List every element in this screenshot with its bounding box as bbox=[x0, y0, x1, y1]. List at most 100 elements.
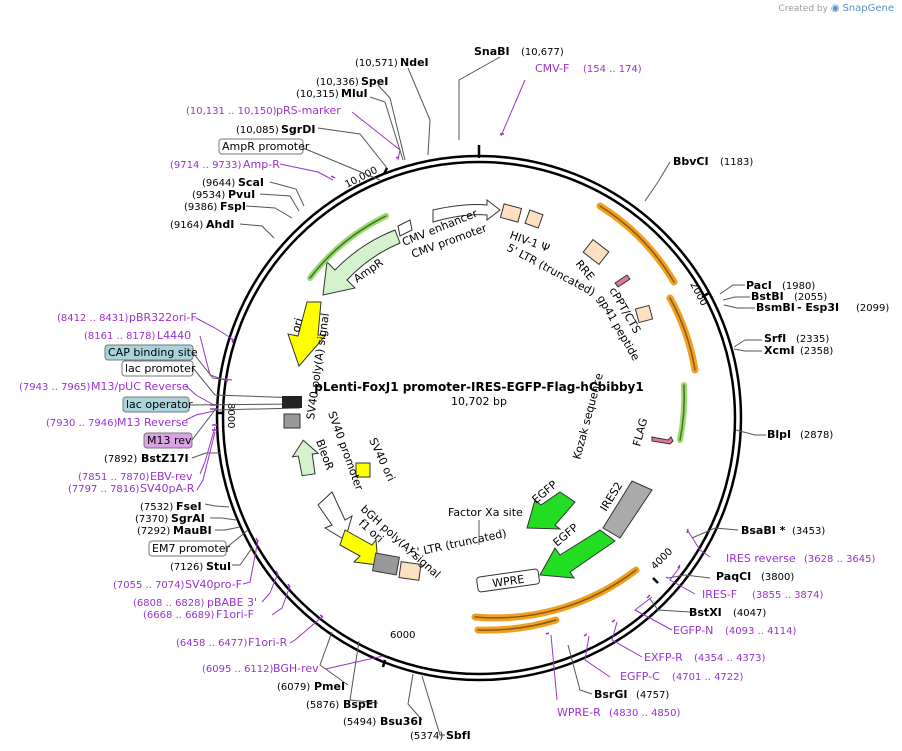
enzyme-ahdi-pos: (9164) bbox=[170, 220, 203, 231]
em7-promoter-label: EM7 promoter bbox=[152, 542, 230, 555]
tick-10000 bbox=[382, 167, 389, 175]
primer-cmv-f-name: CMV-F bbox=[535, 62, 569, 75]
enzyme-stui-pos: (7126) bbox=[170, 562, 203, 573]
egfp-1-shape bbox=[526, 491, 576, 530]
m13-rev-box bbox=[143, 432, 193, 449]
primer-f1ori-r-name: F1ori-R bbox=[248, 636, 288, 649]
primer-exfp-r-name: EXFP-R bbox=[644, 651, 683, 664]
egfp-2-shape bbox=[539, 529, 616, 579]
enzyme-bbvci-name: BbvCI bbox=[673, 155, 709, 168]
enzyme-bbvci-pos: (1183) bbox=[720, 157, 753, 168]
enzyme-bspei-name: BspEI bbox=[343, 698, 377, 711]
enzyme-pvui-name: PvuI bbox=[228, 188, 255, 201]
m13-rev-label: M13 rev bbox=[147, 434, 192, 447]
primer-prs-marker-name: pRS-marker bbox=[276, 104, 341, 117]
primer-l4440-name: L4440 bbox=[157, 329, 191, 342]
cppt-shape bbox=[614, 274, 631, 288]
lac-block-shape bbox=[282, 396, 302, 408]
enzyme-leader-lines bbox=[191, 56, 766, 736]
enzyme-snabi-name: SnaBI bbox=[474, 45, 510, 58]
enzyme-labels: SnaBI (10,677) (10,571) NdeI (10,336) Sp… bbox=[104, 45, 889, 742]
wpre-box bbox=[476, 568, 540, 593]
orange-cds-arrows bbox=[307, 202, 699, 634]
primer-m13-puc-reverse-range: (7943 .. 7965) bbox=[19, 382, 91, 393]
ampr-promoter-label: AmpR promoter bbox=[222, 140, 310, 153]
ltr5-top-shape bbox=[524, 209, 544, 229]
bleor-label: BleoR bbox=[313, 438, 336, 473]
orange-arc-2-line bbox=[669, 297, 696, 371]
enzyme-scai-name: ScaI bbox=[238, 176, 264, 189]
created-by-text: Created by bbox=[778, 4, 828, 14]
enzyme-sbfi-pos: (5374) bbox=[410, 731, 443, 742]
enzyme-ndei-name: NdeI bbox=[400, 56, 429, 69]
enzyme-pmei-pos: (6079) bbox=[277, 682, 310, 693]
enzyme-bsrgi-name: BsrGI bbox=[594, 688, 627, 701]
primer-egfp-c-name: EGFP-C bbox=[620, 670, 660, 683]
primer-sv40pro-f-name: SV40pro-F bbox=[185, 578, 242, 591]
primer-pbabe-3-range: (6808 .. 6828) bbox=[133, 598, 205, 609]
rre-shape bbox=[582, 238, 610, 266]
primer-m13-reverse-range: (7930 .. 7946) bbox=[46, 418, 118, 429]
enzyme-paci-pos: (1980) bbox=[782, 281, 815, 292]
primer-egfp-n-name: EGFP-N bbox=[673, 624, 713, 637]
primer-amp-r-name: Amp-R bbox=[243, 158, 280, 171]
primer-cmv-f-range: (154 .. 174) bbox=[583, 64, 642, 75]
ltr5-bottom-label: 5' LTR (truncated) bbox=[409, 527, 508, 560]
primer-f1ori-f-range: (6668 .. 6689) bbox=[143, 610, 215, 621]
enzyme-snabi-pos: (10,677) bbox=[521, 47, 564, 58]
flag-label: FLAG bbox=[630, 417, 650, 448]
tick-2000 bbox=[701, 291, 710, 299]
enzyme-sgrdi-pos: (10,085) bbox=[236, 125, 279, 136]
enzyme-blpi-pos: (2878) bbox=[800, 430, 833, 441]
bleor-shape bbox=[291, 439, 320, 477]
f1-ori-shape bbox=[339, 529, 379, 566]
snapgene-logo-icon: ◉ bbox=[830, 3, 840, 14]
enzyme-blpi-name: BlpI bbox=[767, 428, 791, 441]
enzyme-pmei-name: PmeI bbox=[314, 680, 345, 693]
primer-m13-reverse-name: M13 Reverse bbox=[117, 416, 188, 429]
enzyme-xcmi-pos: (2358) bbox=[800, 346, 833, 357]
enzyme-bstxi-pos: (4047) bbox=[733, 608, 766, 619]
enzyme-bsu36i-pos: (5494) bbox=[343, 717, 376, 728]
enzyme-mlui-name: MluI bbox=[341, 87, 368, 100]
enzyme-scai-pos: (9644) bbox=[202, 178, 235, 189]
primer-l4440-range: (8161 .. 8178) bbox=[84, 331, 156, 342]
flag-shape bbox=[651, 436, 674, 445]
enzyme-esp3i-name: - Esp3I bbox=[797, 301, 839, 314]
enzyme-bsrgi-pos: (4757) bbox=[636, 690, 669, 701]
enzyme-fspi-pos: (9386) bbox=[184, 202, 217, 213]
enzyme-xcmi-name: XcmI bbox=[764, 344, 795, 357]
m13-block-shape bbox=[283, 413, 301, 429]
gp41-shape bbox=[634, 304, 654, 324]
enzyme-pvui-pos: (9534) bbox=[192, 190, 225, 201]
ampr-promoter-shape bbox=[397, 219, 413, 237]
enzyme-sgrai-name: SgrAI bbox=[171, 512, 205, 525]
enzyme-sgrai-pos: (7370) bbox=[135, 514, 168, 525]
enzyme-sgrdi-name: SgrDI bbox=[281, 123, 315, 136]
ampr-promoter-box bbox=[218, 138, 304, 155]
inner-features bbox=[282, 198, 674, 581]
primer-ebv-rev-name: EBV-rev bbox=[150, 470, 193, 483]
primer-bgh-rev-range: (6095 .. 6112) bbox=[202, 664, 274, 675]
ltr5-bottom-shape bbox=[398, 561, 422, 581]
cap-binding-site-label: CAP binding site bbox=[108, 346, 198, 359]
tick-marks bbox=[216, 145, 710, 668]
orange-arc-1-line bbox=[599, 205, 675, 283]
enzyme-bspei-pos: (5876) bbox=[306, 700, 339, 711]
orange-arc-3-line bbox=[474, 569, 637, 619]
enzyme-stui-name: StuI bbox=[206, 560, 231, 573]
enzyme-spei-pos: (10,336) bbox=[316, 77, 359, 88]
primer-ires-reverse-name: IRES reverse bbox=[726, 552, 796, 565]
enzyme-bstbi-pos: (2055) bbox=[794, 292, 827, 303]
enzyme-bsabi-pos: (3453) bbox=[792, 526, 825, 537]
enzyme-srfi-name: SrfI bbox=[764, 332, 786, 345]
snapgene-branding: Created by ◉ SnapGene bbox=[778, 3, 894, 14]
ires2-shape bbox=[602, 480, 653, 539]
primer-sv40pro-f-range: (7055 .. 7074) bbox=[113, 580, 185, 591]
tick-6000 bbox=[381, 659, 387, 668]
primer-ires-reverse-range: (3628 .. 3645) bbox=[804, 554, 876, 565]
green-arc-ampr-line bbox=[309, 215, 387, 279]
enzyme-paqci-name: PaqCI bbox=[716, 570, 751, 583]
primer-f1ori-r-range: (6458 .. 6477) bbox=[176, 638, 248, 649]
